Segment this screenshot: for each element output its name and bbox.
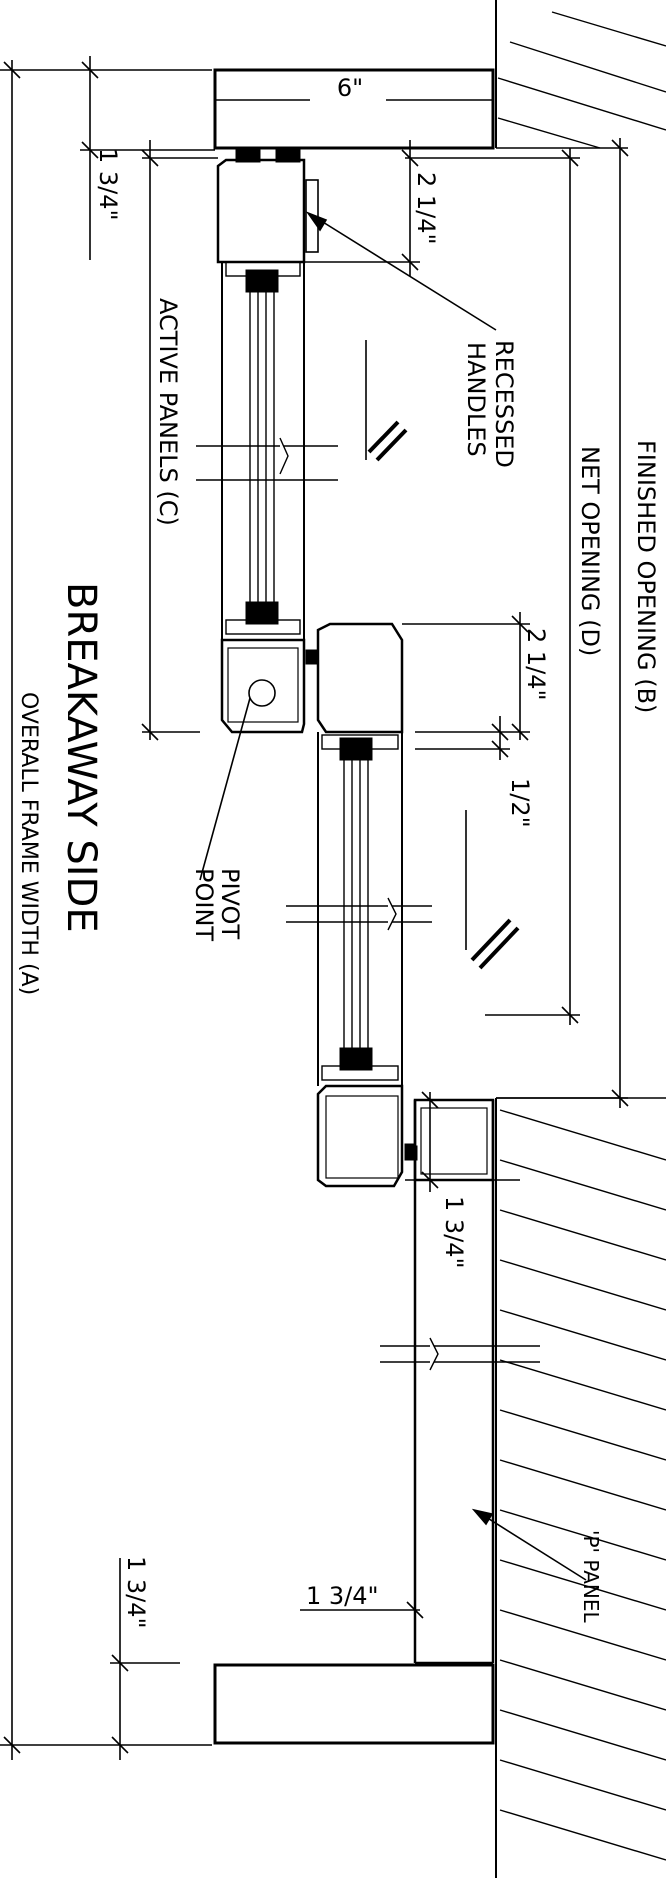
dim-handle-top-label: 2 1/4" [412,172,440,245]
finished-opening-dim [496,138,629,1108]
active-panels-dim [141,140,218,741]
top-header-block: 6" [213,68,495,150]
recessed-handles-line2: HANDLES [462,342,490,457]
net-opening-label: NET OPENING (D) [576,446,604,656]
direction-marks [365,340,520,970]
left-bottom-dim [110,1558,180,1760]
dim-half-inch-label: 1/2" [506,778,534,828]
pivot-line1: PIVOT [216,868,244,939]
active-panels-label: ACTIVE PANELS (C) [154,298,182,526]
net-opening-dim [405,148,580,1025]
overall-frame-width-label: OVERALL FRAME WIDTH (A) [16,692,41,995]
dim-handle-mid-label: 2 1/4" [522,628,550,701]
p-panel-lower-dim [300,1598,424,1663]
handle-top-dim [304,140,420,276]
pivot-line2: POINT [190,868,218,941]
pivot-circle [248,679,276,707]
dim-p-panel-upper-label: 1 3/4" [440,1196,468,1269]
p-panel-label: 'P' PANEL [579,1530,603,1623]
handle-mid-dim [402,612,530,741]
dim-left-bottom-label: 1 3/4" [122,1556,150,1629]
p-panel-fixed [380,1098,540,1665]
recessed-handles-line1: RECESSED [490,340,518,468]
finished-opening-label: FINISHED OPENING (B) [632,440,660,713]
wall-top-hatched [495,0,666,149]
bottom-header-block [213,1663,495,1745]
leader-lines [199,211,587,1581]
overall-frame-width-dim [0,60,212,1760]
dim-top-header-label: 6" [337,74,363,102]
left-top-dim [80,56,215,260]
active-panel-lower [286,622,432,1188]
dim-p-panel-lower-label: 1 3/4" [306,1582,379,1610]
active-panel-upper [196,149,338,734]
breakaway-side-title: BREAKAWAY SIDE [58,582,104,933]
p-panel-upper-dim [405,1091,520,1192]
wall-bottom-hatched [495,1097,666,1878]
dim-left-top-label: 1 3/4" [94,148,122,221]
half-inch-dim [415,716,510,760]
